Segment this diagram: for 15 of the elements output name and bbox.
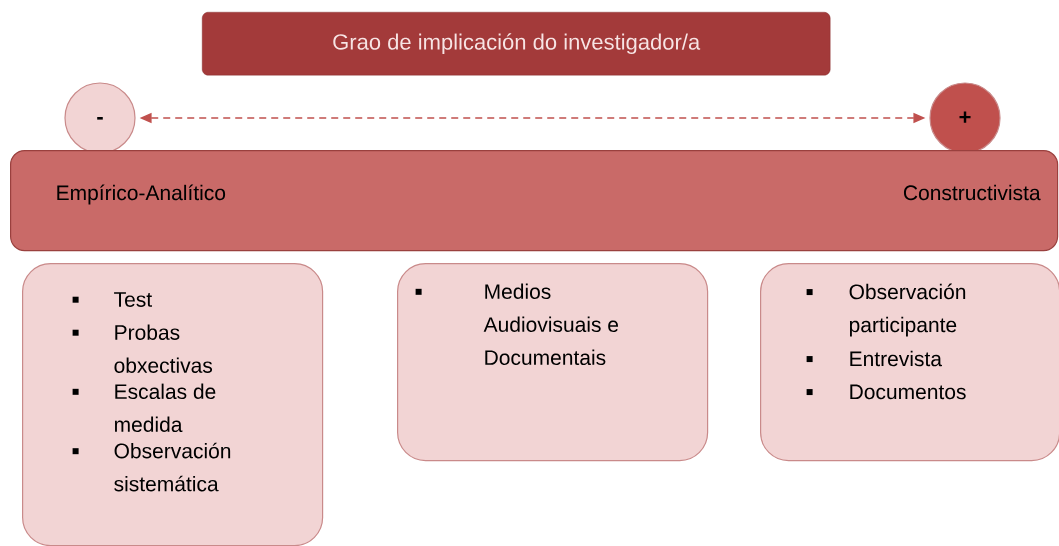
circle-badge: - (64, 82, 136, 154)
list-item: Observación participante (806, 283, 966, 337)
list-item: Entrevista (806, 350, 942, 367)
method-box (22, 263, 324, 546)
paradigm-band: Empírico-Analítico Constructivista (10, 150, 1059, 252)
title-box: Grao de implicación do investigador/a (202, 12, 831, 76)
list-item: Observación sistemática (72, 442, 231, 492)
list-item: Documentos (806, 384, 966, 400)
method-box (397, 263, 709, 462)
list-item: Escalas de medida (72, 383, 216, 432)
list-item: Test (72, 292, 152, 307)
list-item: Probas obxectivas (72, 324, 213, 373)
list-item: Medios Audiovisuais e Documentais (415, 283, 619, 365)
method-box (760, 263, 1059, 462)
circle-badge: + (929, 82, 1001, 154)
